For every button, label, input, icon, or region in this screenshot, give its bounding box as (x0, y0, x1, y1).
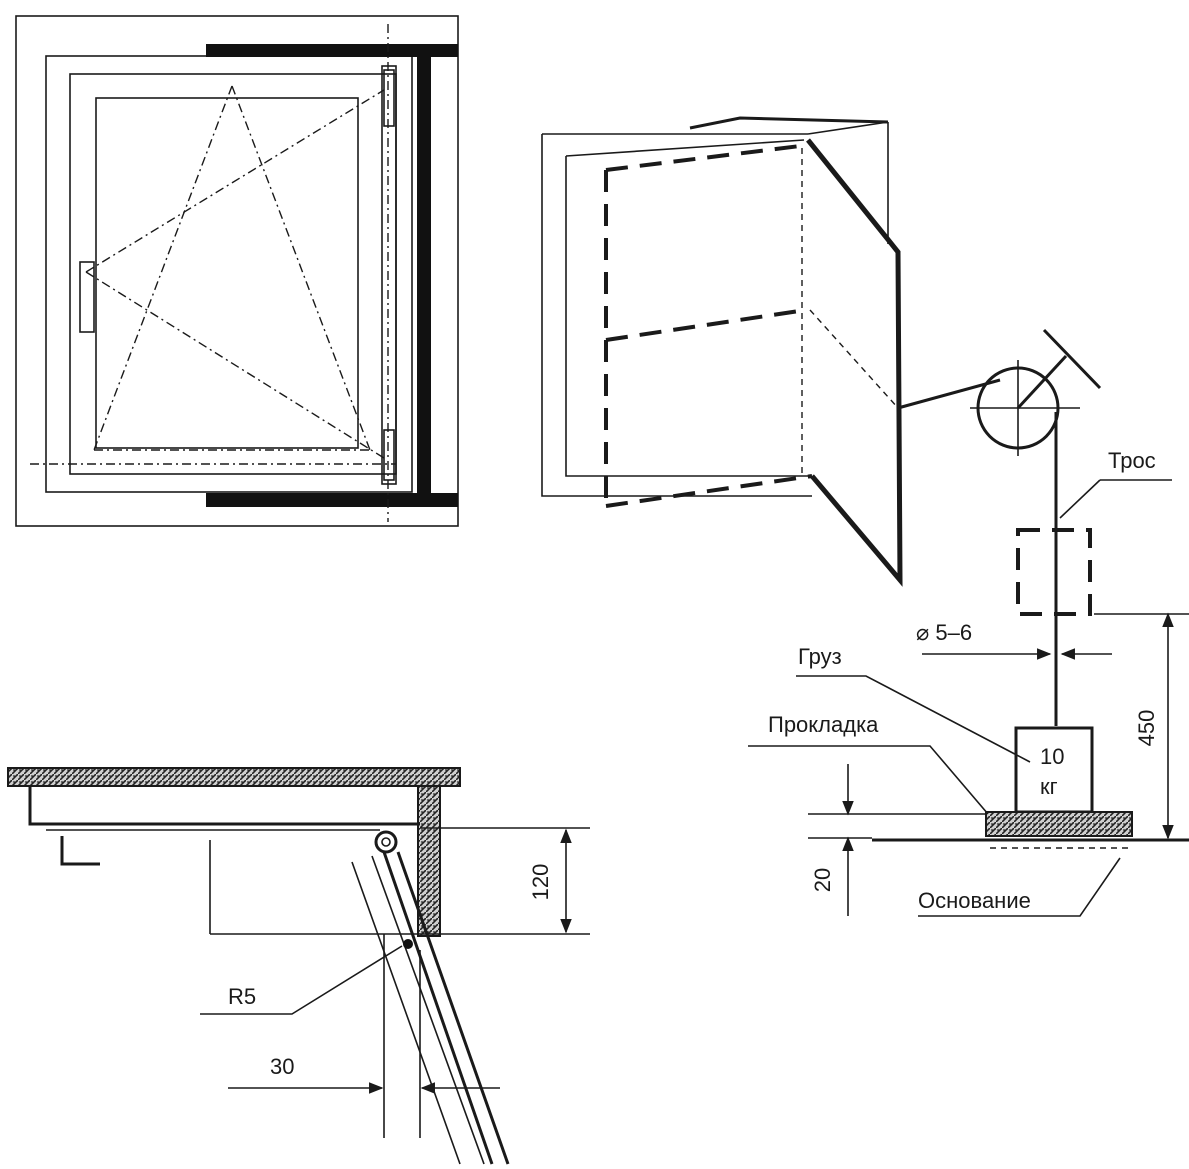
label-pad: Прокладка (768, 712, 879, 737)
label-diameter: ⌀ 5–6 (916, 620, 972, 645)
label-load-mass-unit: кг (1040, 774, 1058, 799)
label-base: Основание (918, 888, 1031, 913)
hinge-top (383, 69, 395, 127)
wall-rebate-top (206, 44, 458, 57)
label-cable: Трос (1108, 448, 1156, 473)
handle-profile (60, 836, 100, 866)
dim-450: 450 (1134, 710, 1159, 747)
label-load: Груз (798, 644, 842, 669)
handle (79, 261, 95, 333)
sash-load-test: Трос ⌀ 5–6 Груз Прокладка 10 кг Основани… (541, 116, 1189, 917)
wall-rebate-side (417, 56, 431, 496)
pad (985, 811, 1133, 837)
hinge-strip (381, 65, 397, 485)
frame-profile (28, 786, 420, 826)
wall-side (417, 785, 441, 937)
dim-120: 120 (528, 864, 553, 901)
window-elevation (15, 15, 459, 527)
label-load-mass: 10 (1040, 744, 1064, 769)
wall-opening (15, 15, 459, 527)
hinge-bottom (383, 429, 395, 481)
section-detail: 120 R5 30 (7, 767, 590, 1165)
load-weight (1014, 726, 1094, 814)
window-frame-inner (69, 73, 397, 475)
dim-20: 20 (810, 868, 835, 892)
sash-glass (95, 97, 359, 449)
lintel (7, 767, 461, 787)
hinge-pin (374, 830, 398, 854)
window-frame-outer (45, 55, 413, 493)
dim-30: 30 (270, 1054, 294, 1079)
wall-rebate-bottom (206, 493, 458, 507)
label-radius: R5 (228, 984, 256, 1009)
